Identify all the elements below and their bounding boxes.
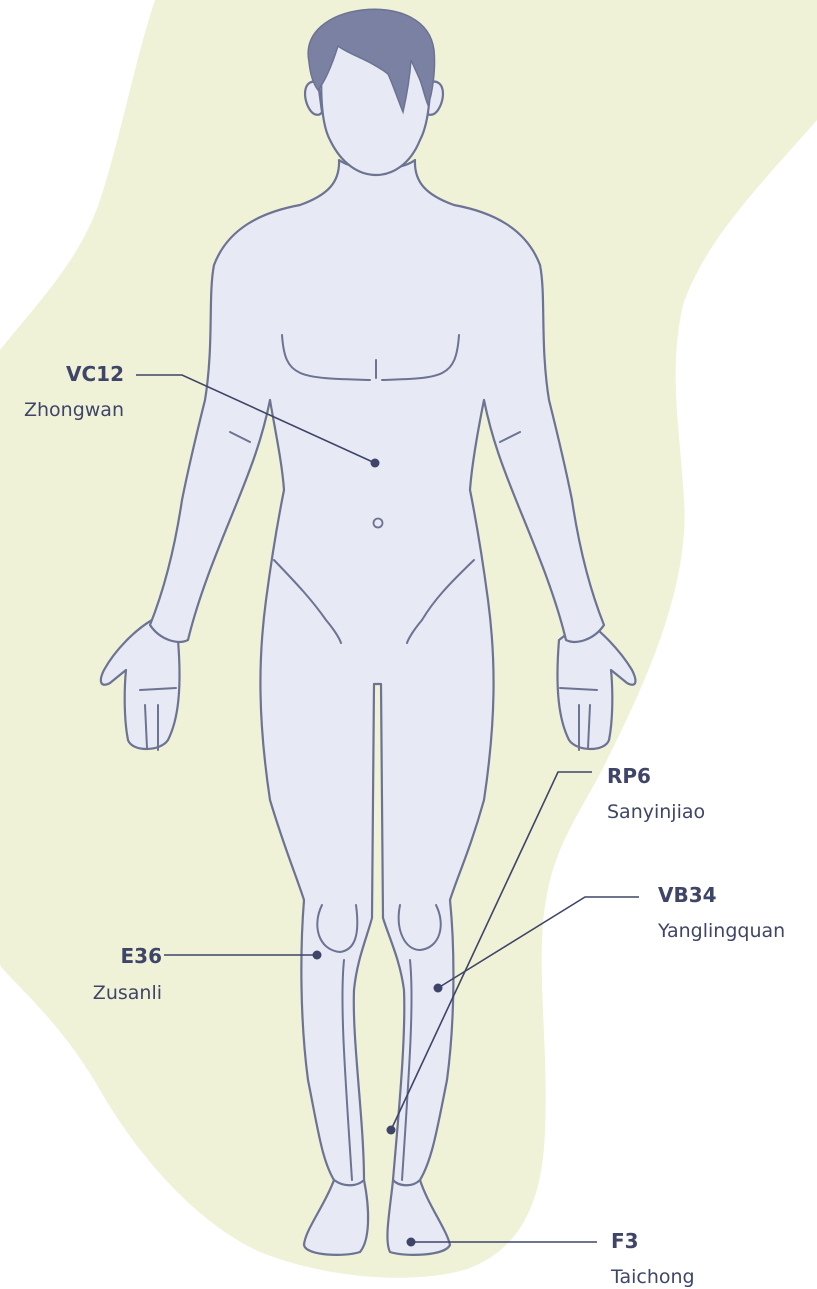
- vc12-point-marker: [371, 459, 380, 468]
- point-name-sanyinjiao: Sanyinjiao: [607, 800, 705, 824]
- vb34-point-marker: [434, 984, 443, 993]
- point-code-e36: E36: [121, 944, 163, 968]
- point-name-zusanli: Zusanli: [93, 981, 162, 1005]
- point-code-vc12: VC12: [66, 362, 124, 386]
- point-code-rp6: RP6: [607, 764, 651, 788]
- f3-point-marker: [407, 1238, 416, 1247]
- point-name-yanglingquan: Yanglingquan: [658, 919, 785, 943]
- point-code-f3: F3: [611, 1229, 639, 1253]
- e36-point-marker: [313, 951, 322, 960]
- point-code-vb34: VB34: [658, 883, 717, 907]
- point-name-zhongwan: Zhongwan: [24, 398, 124, 422]
- point-name-taichong: Taichong: [611, 1265, 695, 1289]
- rp6-point-marker: [387, 1126, 396, 1135]
